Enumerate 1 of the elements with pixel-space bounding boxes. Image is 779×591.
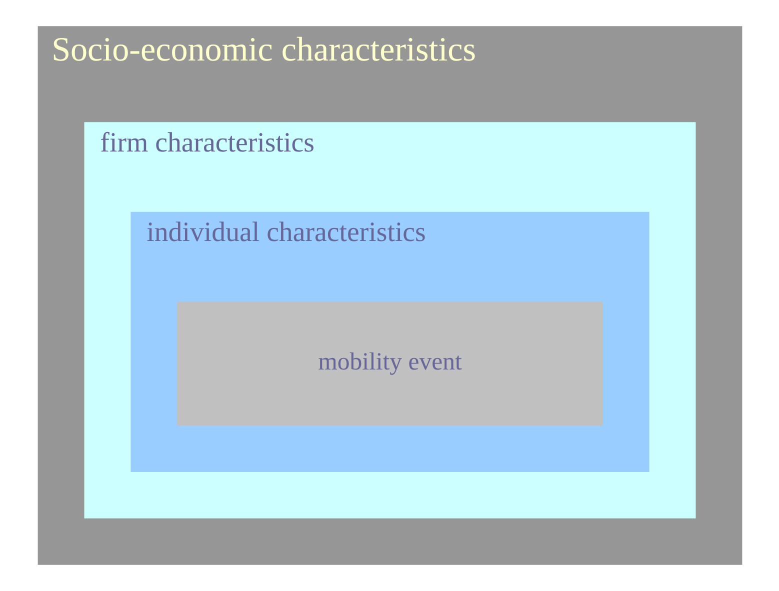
node-box: mobility event — [176, 302, 602, 426]
